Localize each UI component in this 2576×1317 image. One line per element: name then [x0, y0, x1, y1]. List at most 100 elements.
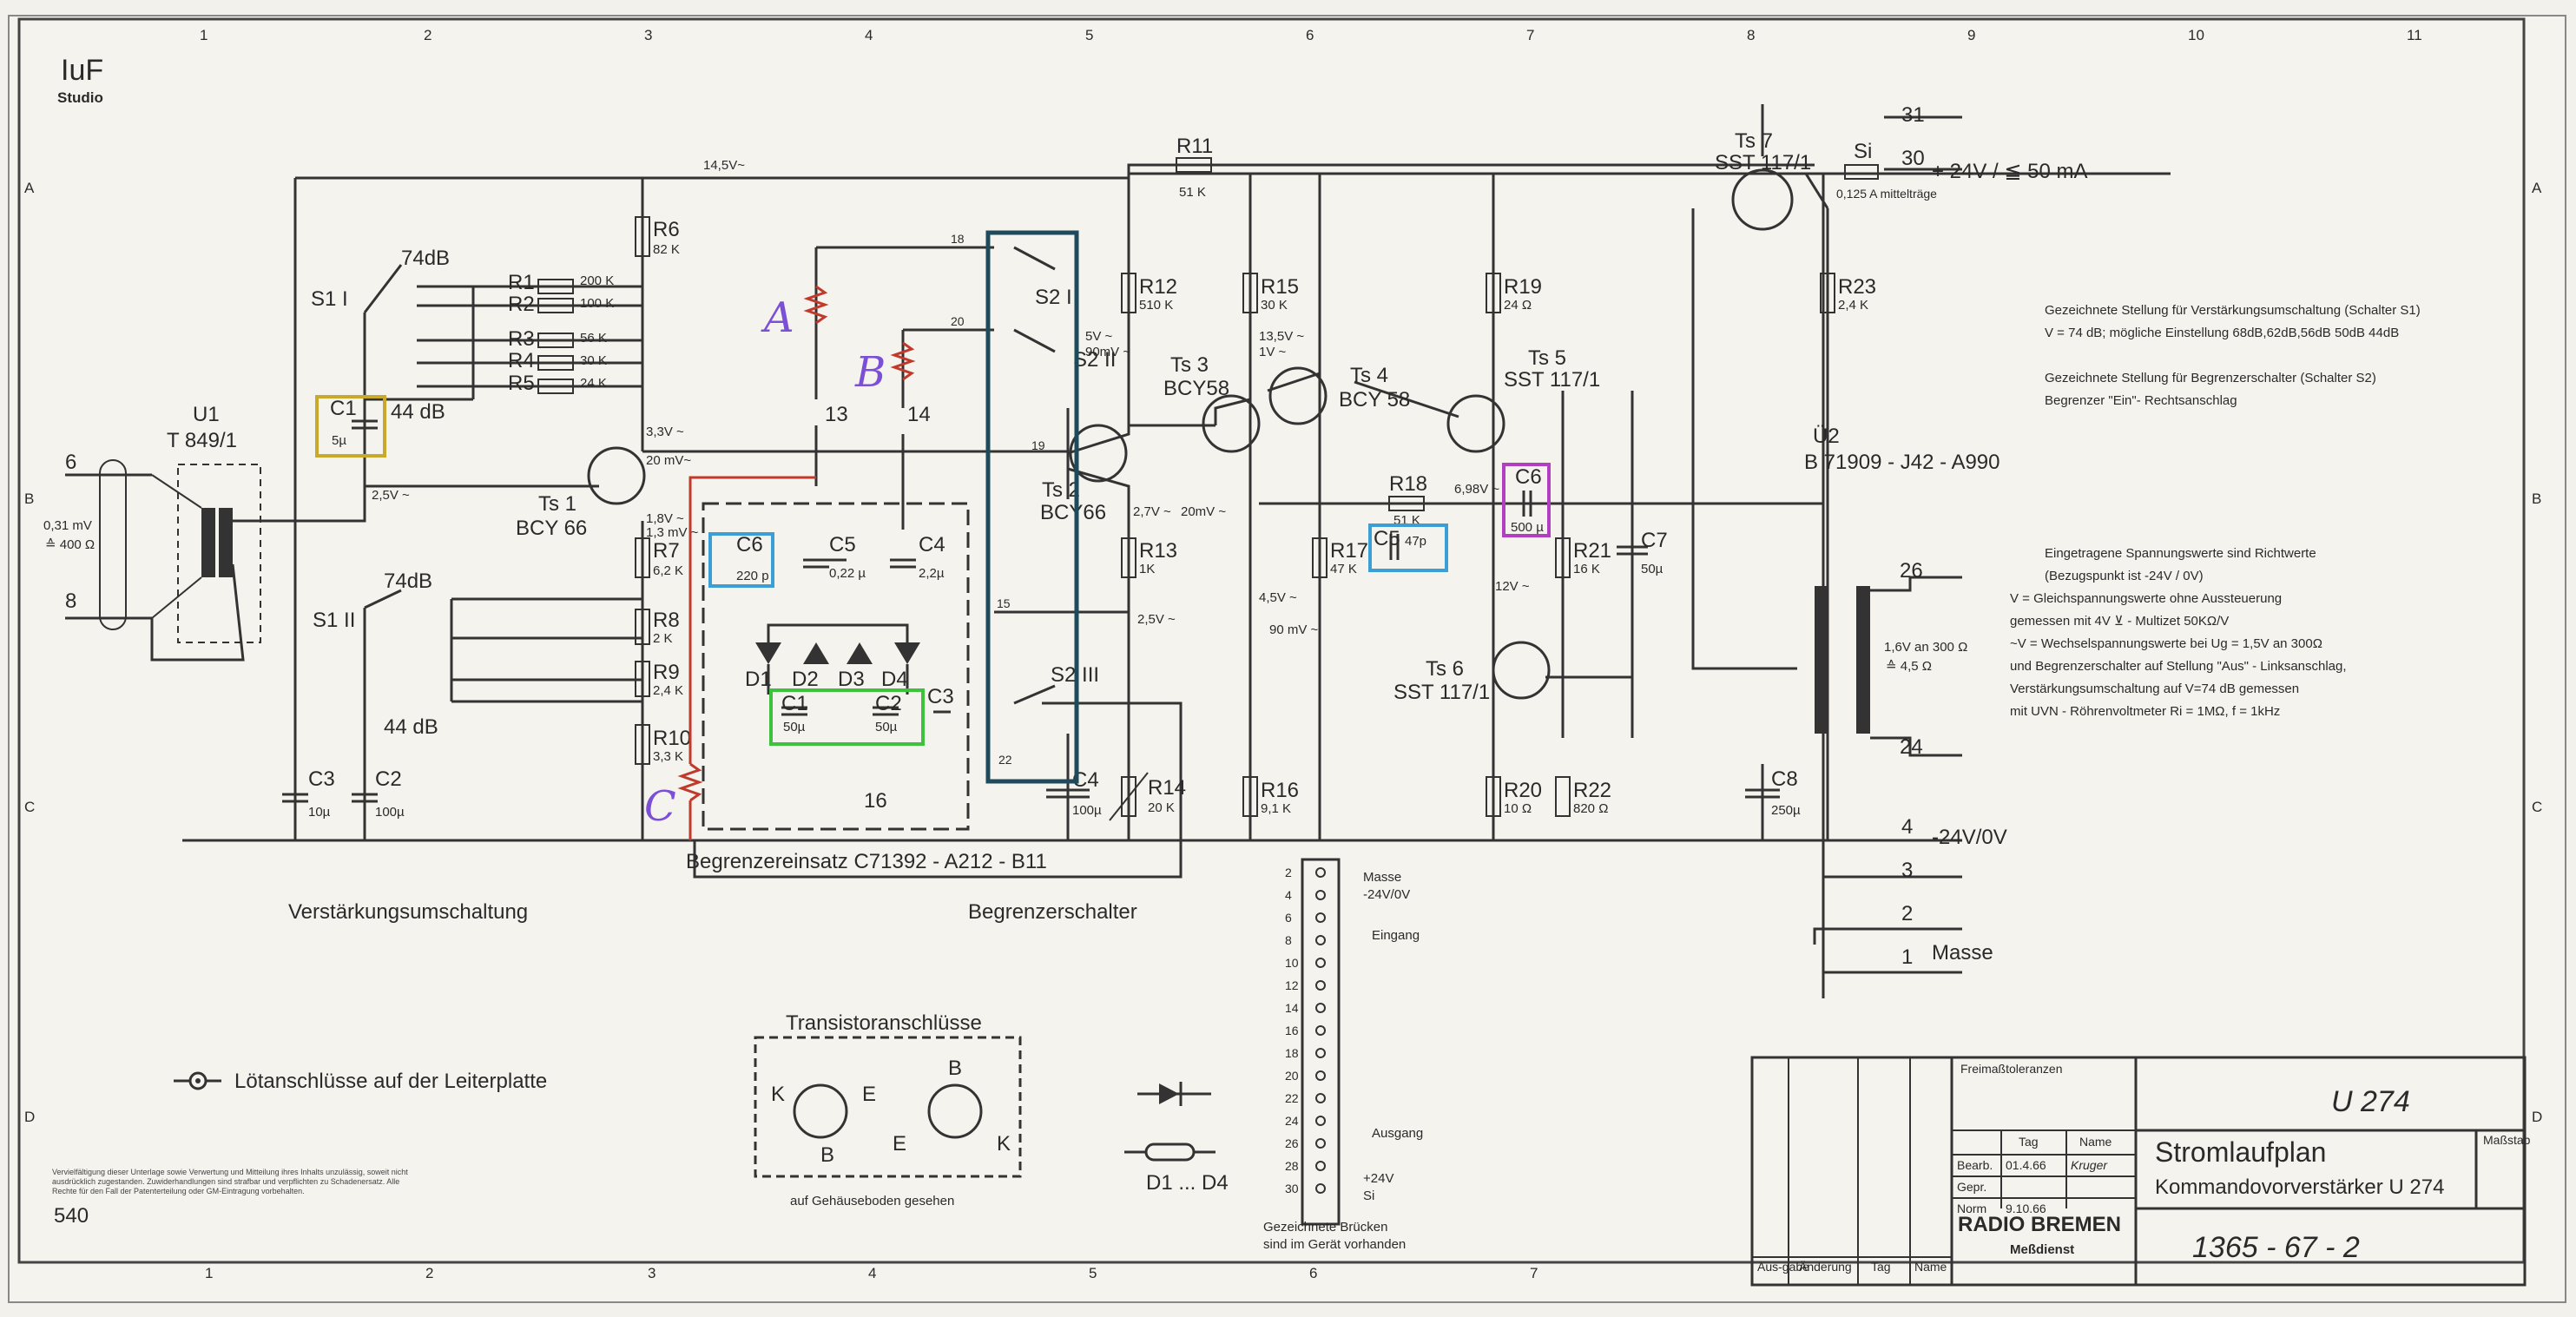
- tb-bearb: Bearb.: [1957, 1158, 1993, 1172]
- connector-pin-label: 26: [1285, 1136, 1299, 1150]
- transistor-ts3: [1202, 394, 1261, 453]
- hand-label-a: A: [761, 293, 794, 342]
- r3-label: R3: [508, 327, 535, 351]
- c2-lim-label: C2: [875, 692, 902, 715]
- resistor-r18: [1388, 496, 1425, 511]
- secondary-impedance: ≙ 4,5 Ω: [1886, 659, 1932, 674]
- pinout-e-right: E: [893, 1132, 906, 1156]
- frame-border: [17, 17, 2526, 1264]
- pin-19: 19: [1031, 438, 1045, 452]
- connector-plus24: +24V: [1363, 1171, 1393, 1186]
- c6-main-label: C6: [1515, 465, 1542, 489]
- pinout-title: Transistoranschlüsse: [786, 1011, 982, 1035]
- u2-core-right: [1856, 586, 1870, 734]
- voltage-annotations: 14,5V~ 3,3V ~ 20 mV~ 2,5V ~ 1,8V ~ 1,3 m…: [43, 158, 1967, 674]
- hand-label-c: C: [644, 782, 676, 831]
- grid-bottom-1: 1: [205, 1265, 213, 1281]
- c8-label: C8: [1771, 767, 1798, 791]
- connector-caption-1: Gezeichnete Brücken: [1263, 1220, 1387, 1235]
- transistor-ts2: [1069, 424, 1128, 483]
- ts3-type: BCY58: [1163, 377, 1229, 400]
- v-2-5: 2,5V ~: [372, 488, 410, 503]
- tb-name2: Name: [1914, 1260, 1947, 1274]
- connector-pin: [1315, 958, 1326, 968]
- tb-ausgabe: Aus-gabe: [1757, 1260, 1809, 1274]
- r6-value: 82 K: [653, 242, 680, 257]
- r6-label: R6: [653, 218, 680, 241]
- connector-pin-label: 22: [1285, 1091, 1299, 1105]
- u1-core-right: [219, 508, 233, 577]
- note-line-12: Verstärkungsumschaltung auf V=74 dB geme…: [2010, 682, 2299, 696]
- tb-u274: U 274: [2331, 1085, 2410, 1118]
- title-block: Freimaßtoleranzen U 274 Stromlaufplan Ko…: [1750, 1056, 2531, 1287]
- grid-row-b-left: B: [24, 491, 34, 507]
- note-line-9: gemessen mit 4V ⊻ - Multizet 50KΩ/V: [2010, 614, 2229, 629]
- tb-company: RADIO BREMEN: [1958, 1213, 2121, 1236]
- r5-value: 24 K: [580, 376, 607, 391]
- r14-trim-arrow: [1109, 772, 1149, 821]
- footnote: Vervielfältigung dieser Unterlage sowie …: [52, 1168, 408, 1195]
- resistor-r5: [537, 379, 574, 394]
- r9-label: R9: [653, 661, 680, 684]
- legend-solder-text: Lötanschlüsse auf der Leiterplatte: [234, 1070, 547, 1093]
- c4-main-value: 100µ: [1072, 803, 1102, 818]
- r17-value: 47 K: [1330, 562, 1357, 576]
- transistor-ts7: [1731, 168, 1794, 231]
- r8-label: R8: [653, 609, 680, 632]
- terminals: 6 8 31 30 + 24V / ≦ 50 mA Si 0,125 A mit…: [65, 103, 2088, 969]
- c1-lim-label: C1: [781, 692, 808, 715]
- pinout-k-right: K: [997, 1132, 1011, 1156]
- terminal-24: 24: [1900, 735, 1923, 759]
- c2-bottom-label: C2: [375, 767, 402, 791]
- c5-lim-label: C5: [829, 533, 856, 556]
- terminal-26: 26: [1900, 559, 1923, 583]
- v-13-5: 13,5V ~: [1259, 329, 1304, 344]
- connector-pin: [1315, 1003, 1326, 1013]
- connector-si: Si: [1363, 1189, 1374, 1203]
- section-limiter-insert: Begrenzereinsatz C71392 - A212 - B11: [686, 850, 1047, 873]
- r19-label: R19: [1504, 275, 1542, 299]
- c2-lim-value: 50µ: [875, 720, 898, 734]
- u2-name: Ü2: [1813, 425, 1840, 448]
- tb-signature: Kruger: [2071, 1158, 2108, 1172]
- r19-value: 24 Ω: [1504, 298, 1532, 313]
- connector-pin-label: 4: [1285, 888, 1292, 902]
- tb-subtitle: Kommandovorverstärker U 274: [2155, 1175, 2444, 1199]
- r4-value: 30 K: [580, 353, 607, 368]
- connector-pin: [1315, 1025, 1326, 1036]
- resistor-r17: [1312, 537, 1328, 578]
- r16-value: 9,1 K: [1261, 801, 1291, 816]
- input-cable-shield: [99, 459, 127, 630]
- tb-drawing-no: 1365 - 67 - 2: [2192, 1231, 2360, 1264]
- r10-value: 3,3 K: [653, 749, 683, 764]
- section-limiter-switch: Begrenzerschalter: [968, 900, 1137, 924]
- resistor-r15: [1242, 273, 1258, 313]
- u2-core-left: [1815, 586, 1828, 734]
- grid-labels-rows: A B C D A B C D: [24, 180, 2542, 1125]
- r10-label: R10: [653, 727, 691, 750]
- resistor-r9: [635, 661, 650, 697]
- v-6-98: 6,98V ~: [1454, 482, 1499, 497]
- r13-value: 1K: [1139, 562, 1155, 576]
- r20-value: 10 Ω: [1504, 801, 1532, 816]
- c6-lim-value: 220 p: [736, 569, 769, 583]
- d2-label: D2: [792, 668, 819, 691]
- connector-pin: [1315, 1183, 1326, 1194]
- tb-massstab: Maßstab: [2483, 1133, 2531, 1147]
- c3-bottom-value: 10µ: [308, 805, 331, 820]
- legend-solder: Lötanschlüsse auf der Leiterplatte: [174, 1070, 547, 1093]
- connector-pin: [1315, 1116, 1326, 1126]
- note-line-2: V = 74 dB; mögliche Einstellung 68dB,62d…: [2045, 326, 2399, 340]
- resistor-r2: [537, 298, 574, 313]
- section-gain-switch: Verstärkungsumschaltung: [288, 900, 528, 924]
- resistor-r3: [537, 333, 574, 348]
- connector-pin: [1315, 1093, 1326, 1103]
- r21-label: R21: [1573, 539, 1611, 563]
- terminal-31: 31: [1901, 103, 1925, 127]
- resistor-r20: [1486, 776, 1501, 817]
- connector-pin: [1315, 1070, 1326, 1081]
- connector-pin-label: 30: [1285, 1182, 1299, 1195]
- c1-top-value: 5µ: [332, 433, 346, 448]
- note-line-1: Gezeichnete Stellung für Verstärkungsums…: [2045, 303, 2421, 318]
